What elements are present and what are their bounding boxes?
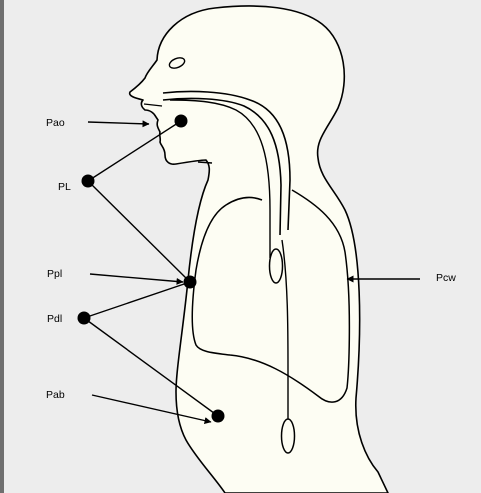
label-pab: Pab: [46, 389, 65, 401]
pl-to-ppl-line: [88, 181, 190, 282]
label-ppl: Ppl: [47, 268, 62, 280]
gastric-balloon: [282, 419, 295, 453]
esophageal-balloon: [270, 249, 283, 283]
label-pcw: Pcw: [436, 272, 456, 284]
label-pl: PL: [58, 181, 71, 193]
body-silhouette: [130, 6, 388, 493]
frame-left-edge: [0, 0, 4, 493]
jaw-line: [198, 162, 212, 163]
pao-arrow: [88, 122, 149, 124]
pdi-to-ppl-line: [84, 282, 190, 318]
label-pao: Pao: [46, 117, 65, 129]
ppl-arrow: [90, 274, 183, 282]
label-pdi: Pdl: [47, 313, 62, 325]
